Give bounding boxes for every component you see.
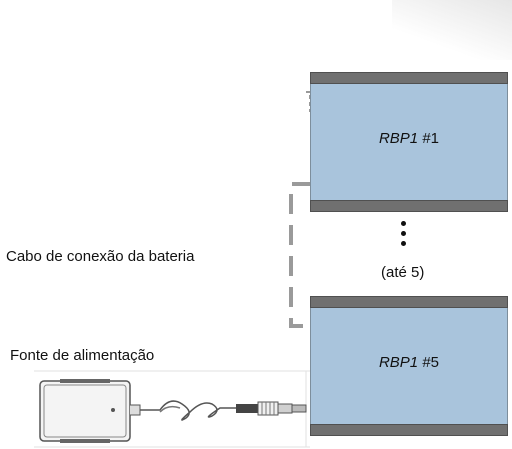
power-supply-brick: [39, 379, 141, 443]
battery-model: RBP1: [378, 130, 419, 147]
ellipsis-dots: [401, 221, 407, 251]
battery-index: #1: [422, 130, 440, 147]
battery-index: #5: [422, 354, 440, 371]
power-supply-label: Fonte de alimentação: [10, 347, 155, 364]
battery-unit-5: RBP1 #5: [310, 296, 508, 436]
battery-cap-bottom: [310, 200, 508, 212]
up-to-label: (até 5): [381, 264, 425, 281]
battery-label: RBP1 #5: [311, 354, 507, 371]
battery-connection-cable: [289, 182, 312, 328]
battery-cap-top: [310, 296, 508, 308]
background-shade: [392, 0, 512, 60]
battery-cap-bottom: [310, 424, 508, 436]
battery-model: RBP1: [378, 354, 419, 371]
cable-label: Cabo de conexão da bateria: [6, 248, 195, 265]
battery-cap-top: [310, 72, 508, 84]
dc-connector: [236, 401, 307, 416]
battery-label: RBP1 #1: [311, 130, 507, 147]
power-cord: [140, 400, 236, 421]
battery-unit-1: RBP1 #1: [310, 72, 508, 212]
